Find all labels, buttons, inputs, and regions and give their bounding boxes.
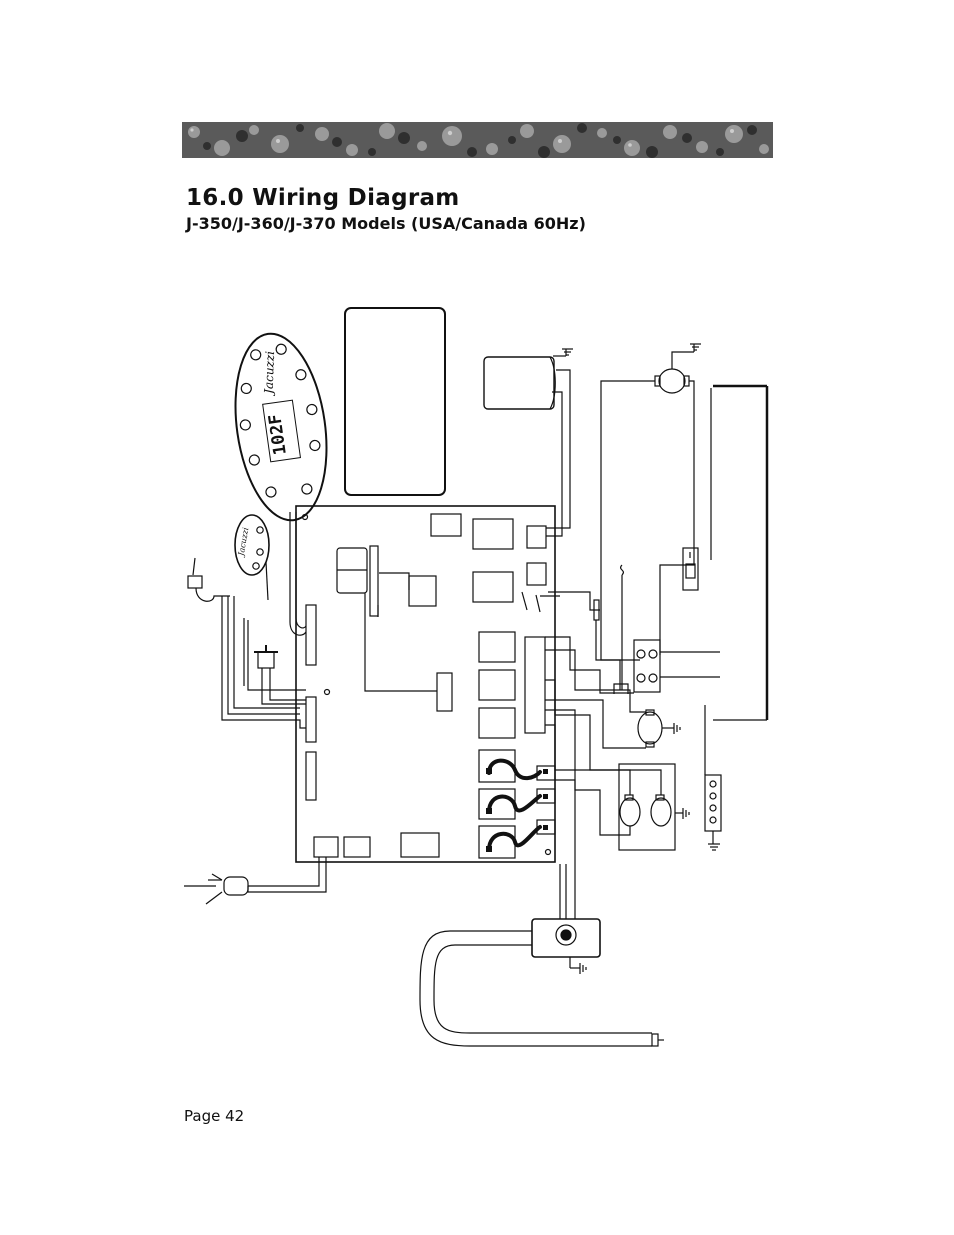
terminal-block — [545, 564, 720, 694]
jet-pump-dual — [545, 679, 676, 851]
control-cover-panel — [344, 307, 446, 496]
main-keypad: Jacuzzi 102F — [234, 332, 328, 522]
heater-assembly — [419, 779, 664, 1047]
pressure-switch — [521, 591, 560, 613]
heater-element — [710, 384, 769, 721]
temperature-sensor — [254, 645, 306, 705]
page-subtitle: J-350/J-360/J-370 Models (USA/Canada 60H… — [186, 214, 586, 233]
ground-symbol — [662, 723, 681, 734]
relay-jumper-wires — [487, 758, 542, 852]
blower-motor — [545, 649, 663, 749]
keypad-brand: Jacuzzi — [261, 351, 277, 398]
circulation-pump — [600, 351, 695, 661]
aux-keypad-brand: Jacuzzi — [236, 526, 250, 558]
spa-light — [187, 557, 306, 729]
page-number: Page 42 — [184, 1107, 245, 1125]
page-title: 16.0 Wiring Diagram — [186, 185, 460, 211]
auxiliary-keypad: Jacuzzi — [234, 514, 270, 576]
high-limit-switch — [682, 547, 699, 591]
ground-lug-bar — [704, 705, 722, 851]
ground-symbol — [562, 348, 573, 356]
ozone-canister — [483, 355, 571, 537]
power-cord — [184, 857, 327, 905]
ground-symbol — [675, 808, 690, 819]
keypad-cables — [243, 512, 307, 691]
keypad-temperature-readout: 102F — [265, 413, 291, 456]
header-banner — [182, 122, 773, 158]
ground-symbol — [690, 343, 701, 352]
keypad-lcd-display — [262, 399, 302, 463]
